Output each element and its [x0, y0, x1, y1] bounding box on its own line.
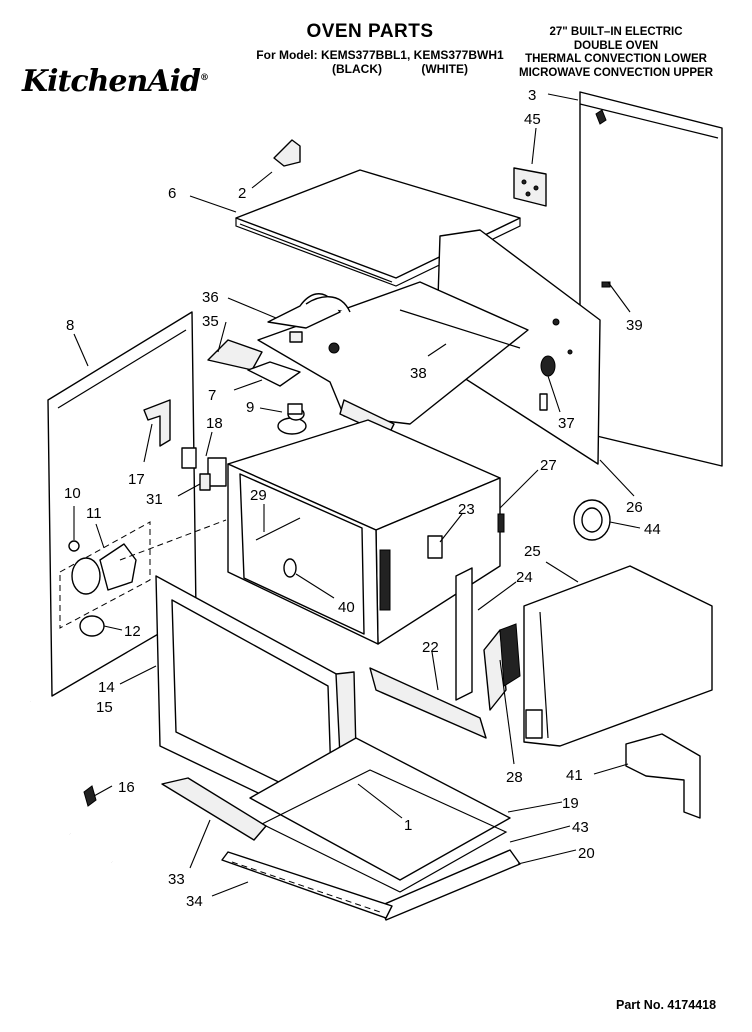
callout-2: 2 [238, 185, 246, 202]
callout-34: 34 [186, 893, 203, 910]
bracket-22-part [369, 667, 487, 739]
callout-3: 3 [528, 87, 536, 104]
registered-mark-icon: ® [199, 73, 209, 83]
callout-1: 1 [404, 817, 412, 834]
brand-logo: KitchenAid® [22, 64, 209, 99]
callout-12: 12 [124, 623, 141, 640]
door-gasket-part [24, 700, 160, 887]
callout-38: 38 [410, 365, 427, 382]
bottom-panels-part [249, 737, 521, 921]
switch-part [181, 447, 227, 491]
callout-44: 44 [644, 521, 661, 538]
callout-40: 40 [338, 599, 355, 616]
vent-duct-part [267, 293, 351, 343]
callout-33: 33 [168, 871, 185, 888]
bracket-17-part [143, 399, 171, 447]
callout-18: 18 [206, 415, 223, 432]
callout-19: 19 [562, 795, 579, 812]
brand-logo-text: KitchenAid [22, 64, 201, 99]
callout-20: 20 [578, 845, 595, 862]
back-panel-part [579, 91, 723, 467]
callout-7: 7 [208, 387, 216, 404]
spec-line: 27" BUILT–IN ELECTRIC [549, 26, 683, 38]
hinge-parts [455, 567, 521, 711]
callout-26: 26 [626, 499, 643, 516]
callout-labels: 3 45 2 6 36 35 7 9 8 18 17 31 29 38 39 3… [64, 87, 661, 910]
color-line: (BLACK) (WHITE) [332, 62, 468, 76]
callout-43: 43 [572, 819, 589, 836]
callout-28: 28 [506, 769, 523, 786]
page-title: OVEN PARTS [306, 21, 434, 42]
leader-lines [73, 93, 641, 897]
part-number: Part No. 4174418 [616, 998, 717, 1012]
bracket-2-part [273, 139, 301, 167]
spec-line: THERMAL CONVECTION LOWER [525, 53, 707, 65]
spec-block: 27" BUILT–IN ELECTRIC DOUBLE OVEN THERMA… [496, 26, 736, 80]
callout-17: 17 [128, 471, 145, 488]
callout-11: 11 [86, 505, 102, 522]
vent-grille-34-part [221, 851, 393, 919]
bracket-45-part [513, 167, 547, 207]
bracket-41-part [625, 733, 701, 819]
callout-6: 6 [168, 185, 176, 202]
callout-31: 31 [146, 491, 163, 508]
callout-45: 45 [524, 111, 541, 128]
callout-35: 35 [202, 313, 219, 330]
callout-23: 23 [458, 501, 475, 518]
lamp-assembly-part [59, 519, 227, 637]
callout-15: 15 [96, 699, 113, 716]
callout-10: 10 [64, 485, 81, 502]
spec-line: MICROWAVE CONVECTION UPPER [518, 66, 714, 79]
side-panel-25-part [523, 565, 713, 747]
model-line: For Model: KEMS377BBL1, KEMS377BWH1 [256, 48, 504, 62]
callout-8: 8 [66, 317, 74, 334]
bracket-35-part [207, 339, 301, 387]
callout-25: 25 [524, 543, 541, 560]
callout-14: 14 [98, 679, 115, 696]
callout-37: 37 [558, 415, 575, 432]
callout-22: 22 [422, 639, 439, 656]
oven-cavity-part [227, 419, 505, 645]
trim-33-part [161, 777, 267, 841]
callout-27: 27 [540, 457, 557, 474]
callout-16: 16 [118, 779, 135, 796]
callout-36: 36 [202, 289, 219, 306]
spec-line: DOUBLE OVEN [573, 39, 659, 52]
fan-motor-part [277, 403, 307, 435]
callout-41: 41 [566, 767, 583, 784]
callout-9: 9 [246, 399, 254, 416]
callout-24: 24 [516, 569, 533, 586]
callout-29: 29 [250, 487, 267, 504]
fan-shroud-part [573, 499, 611, 541]
callout-39: 39 [626, 317, 643, 334]
